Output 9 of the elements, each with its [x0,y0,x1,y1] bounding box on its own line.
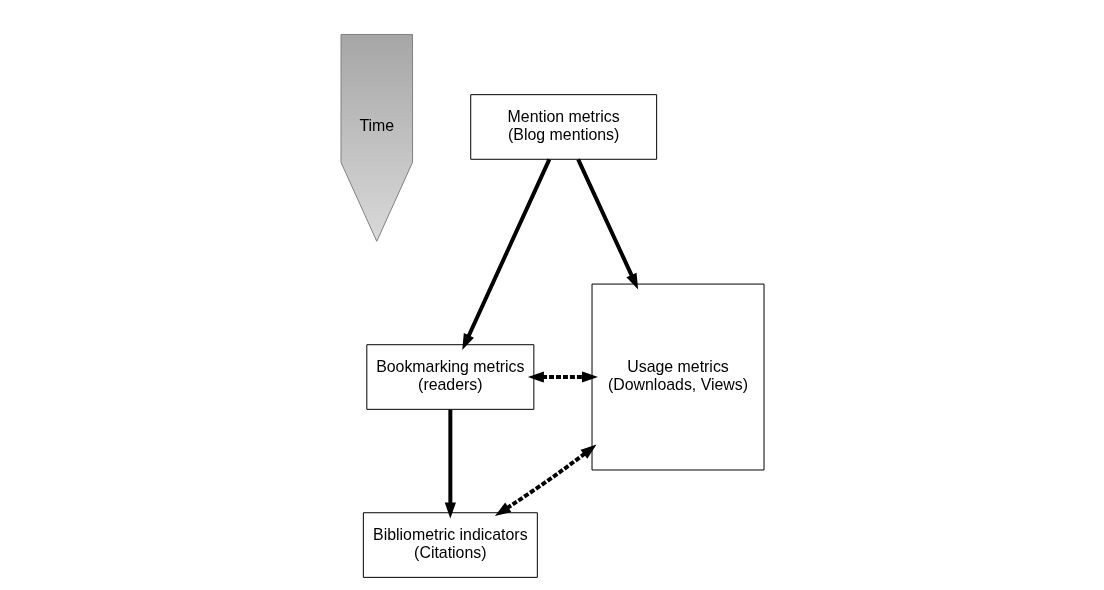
arrow [494,444,597,517]
node-box: Bookmarking metrics (readers) [365,344,534,410]
node-box: Mention metrics (Blog mentions) [469,94,657,160]
arrow [461,158,551,350]
arrow [575,158,638,290]
arrow [444,409,456,519]
arrow [527,371,598,383]
node-box: Bibliometric indicators (Citations) [362,512,538,578]
node-box: Usage metrics (Downloads, Views) [591,283,764,471]
